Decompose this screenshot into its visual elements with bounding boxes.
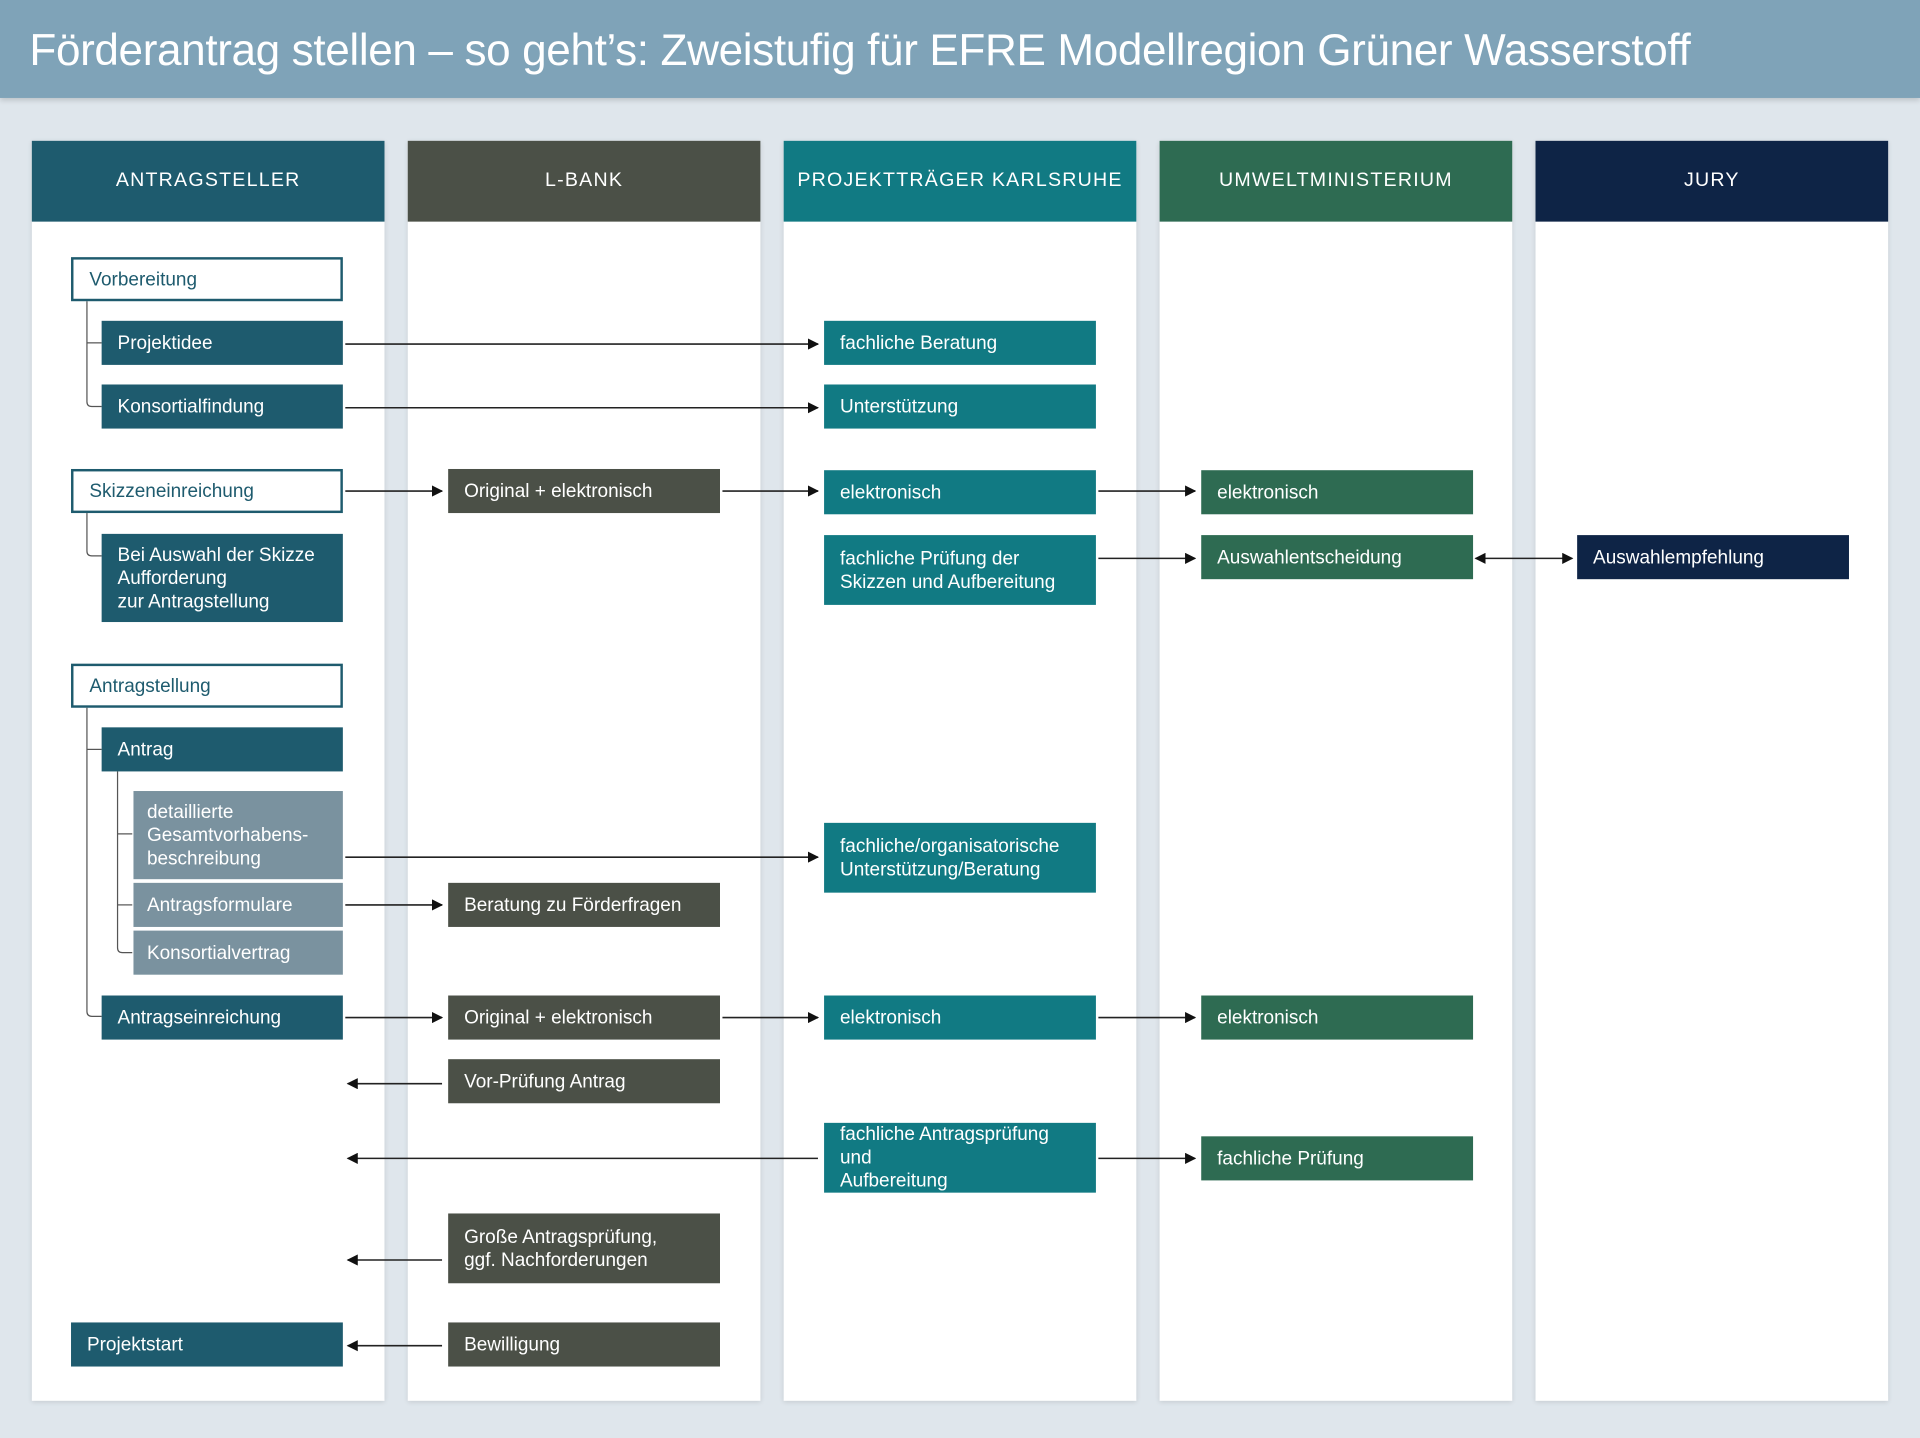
page-title: Förderantrag stellen – so geht’s: Zweist…: [29, 24, 1691, 75]
ptka-beratung: fachliche Beratung: [824, 320, 1096, 365]
step-konsortialvertrag: Konsortialvertrag: [133, 930, 343, 975]
um-pruefung: fachliche Prüfung: [1201, 1136, 1474, 1181]
step-aufforderung: Bei Auswahl der Skizze Aufforderung zur …: [101, 533, 343, 623]
step-gesamtvorhabensbeschreibung: detaillierte Gesamtvorhabens- beschreibu…: [133, 791, 343, 880]
jury-auswahlempfehlung: Auswahlempfehlung: [1577, 535, 1849, 580]
step-antrag: Antrag: [101, 727, 343, 772]
step-antragseinreichung: Antragseinreichung: [101, 995, 343, 1040]
lane-header: PROJEKTTRÄGER KARLSRUHE: [783, 140, 1137, 222]
step-konsortialfindung: Konsortialfindung: [101, 384, 343, 429]
ptka-antrag: elektronisch: [824, 995, 1096, 1040]
lane-jury: JURY: [1535, 140, 1889, 1401]
um-auswahlentscheidung: Auswahlentscheidung: [1201, 535, 1474, 580]
ptka-pruefung-skizzen: fachliche Prüfung der Skizzen und Aufber…: [824, 535, 1096, 605]
lbank-bewilligung: Bewilligung: [448, 1322, 721, 1367]
lane-header: ANTRAGSTELLER: [31, 140, 385, 222]
step-skizzeneinreichung: Skizzeneinreichung: [71, 468, 343, 514]
step-projektidee: Projektidee: [101, 320, 343, 365]
lane-header: L-BANK: [407, 140, 761, 222]
lbank-beratung: Beratung zu Förderfragen: [448, 882, 721, 927]
lane-lbank: L-BANK: [407, 140, 761, 1401]
lane-umweltministerium: UMWELTMINISTERIUM: [1159, 140, 1513, 1401]
lbank-grosse-pruefung: Große Antragsprüfung, ggf. Nachforderung…: [448, 1213, 721, 1284]
lbank-vorpruefung: Vor-Prüfung Antrag: [448, 1059, 721, 1104]
ptka-skizze: elektronisch: [824, 470, 1096, 515]
title-bar: Förderantrag stellen – so geht’s: Zweist…: [0, 0, 1920, 98]
step-antragsformulare: Antragsformulare: [133, 882, 343, 927]
step-vorbereitung: Vorbereitung: [71, 257, 343, 302]
lbank-skizze: Original + elektronisch: [448, 468, 721, 514]
ptka-org-beratung: fachliche/organisatorische Unterstützung…: [824, 822, 1096, 893]
ptka-unterstuetzung: Unterstützung: [824, 384, 1096, 429]
lbank-antrag: Original + elektronisch: [448, 995, 721, 1040]
step-projektstart: Projektstart: [71, 1322, 343, 1367]
lane-header: UMWELTMINISTERIUM: [1159, 140, 1513, 222]
um-skizze: elektronisch: [1201, 470, 1474, 515]
step-antragstellung: Antragstellung: [71, 663, 343, 708]
um-antrag: elektronisch: [1201, 995, 1474, 1040]
ptka-antragspruefung: fachliche Antragsprüfung und Aufbereitun…: [824, 1122, 1096, 1193]
lane-header: JURY: [1535, 140, 1889, 222]
